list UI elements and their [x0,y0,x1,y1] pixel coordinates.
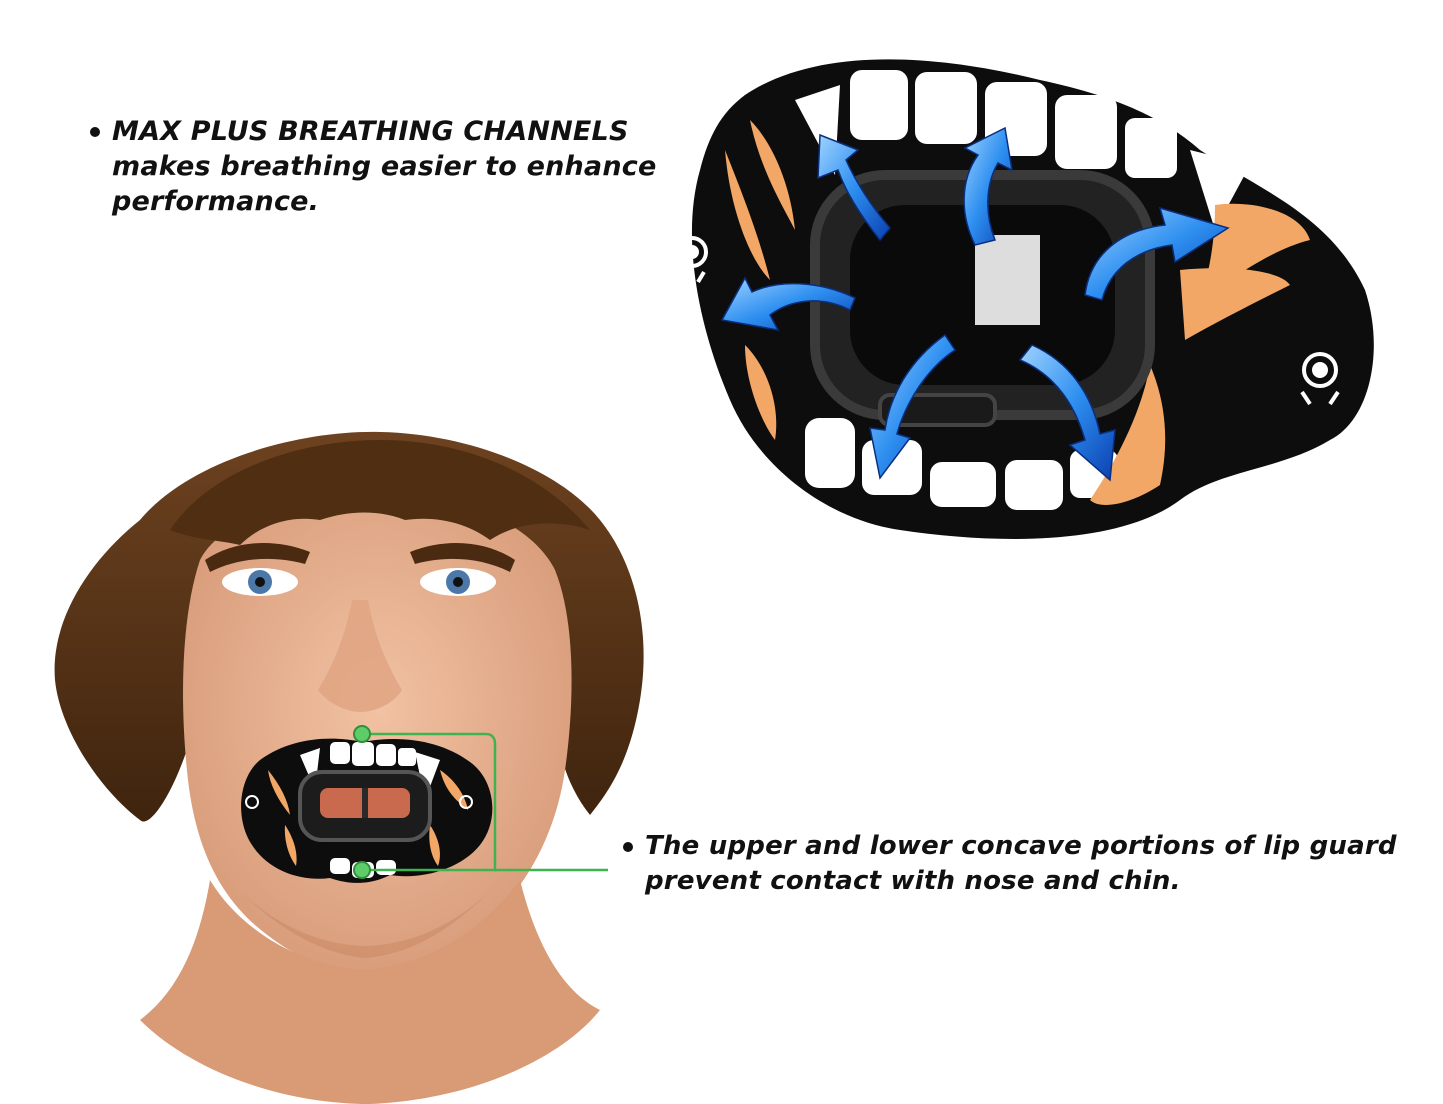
left-eye [222,568,298,596]
logo-mark-icon [1300,352,1340,406]
left-eyebrow [205,542,310,572]
airflow-arrow-icon [817,133,891,242]
right-eyebrow [410,542,515,572]
lip-guard-product [676,59,1374,539]
callout-lip-guard-line1: The upper and lower concave portions of … [645,831,1397,861]
nose [318,600,402,712]
callout-breathing: MAX PLUS BREATHING CHANNELS makes breath… [90,114,657,219]
callout-breathing-line3: performance. [112,186,320,217]
airflow-arrow-icon [1084,206,1230,301]
callout-lip-guard-line2: prevent contact with nose and chin. [645,866,1181,896]
callout-breathing-line2: makes breathing easier to enhance [112,151,657,182]
right-eye [420,568,496,596]
airflow-arrow-icon [963,126,1013,246]
airflow-arrow-icon [720,276,856,332]
airflow-arrow-icon [869,333,957,480]
lip-guard-worn [241,738,493,883]
lower-teeth [805,418,1118,510]
face-illustration [54,431,644,1104]
connector-line [362,732,608,872]
logo-mark-icon [245,795,473,809]
logo-mark-icon [676,236,708,284]
airflow-arrows [720,126,1230,482]
bullet-dot-icon [623,842,633,852]
connector-dot-top [353,725,371,743]
neck [140,880,600,1104]
connector-dot-bottom [353,861,371,879]
bullet-dot-icon [90,127,100,137]
callout-lip-guard: The upper and lower concave portions of … [623,829,1397,899]
callout-breathing-line1: MAX PLUS BREATHING CHANNELS [112,116,629,147]
hair-fringe [170,440,590,545]
airflow-arrow-icon [1018,344,1116,482]
